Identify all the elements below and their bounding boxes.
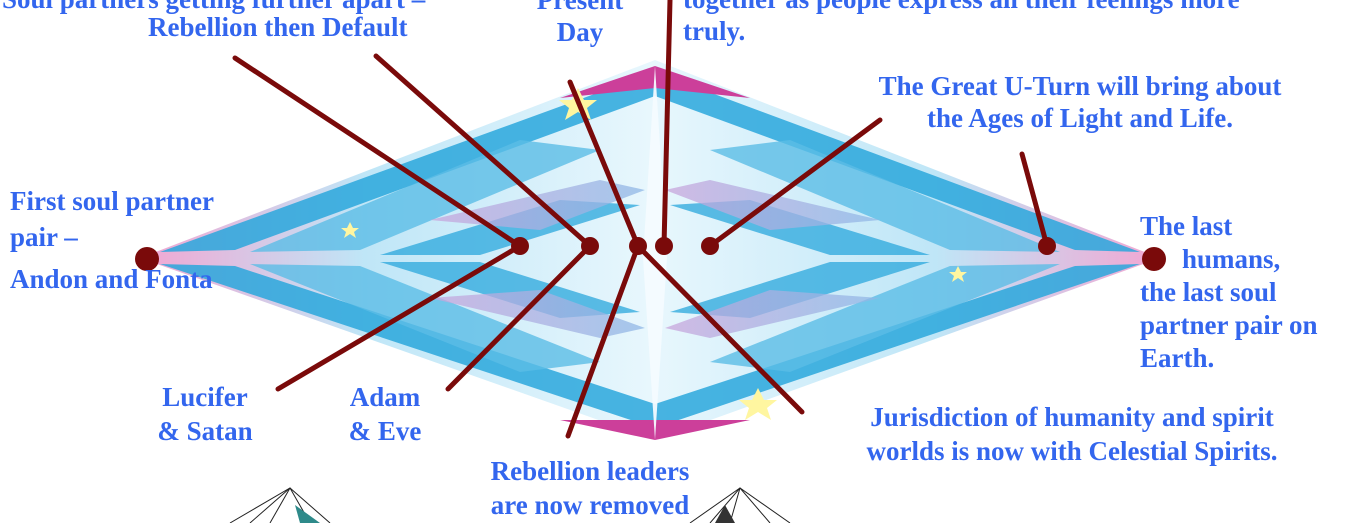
label-last-humans-line1: The last	[1140, 210, 1318, 243]
label-first-soul-pair-line2: pair –	[10, 219, 214, 255]
marker-great-uturn	[701, 237, 719, 255]
label-jurisdiction-line1: Jurisdiction of humanity and spirit	[822, 400, 1322, 434]
label-rebellion-leaders-line2: are now removed	[455, 488, 725, 522]
label-present-day-line1: Present	[520, 0, 640, 16]
label-last-humans: The last humans, the last soul partner p…	[1140, 210, 1318, 375]
label-adam-line2: & Eve	[330, 414, 440, 448]
label-last-humans-line3: the last soul	[1140, 276, 1318, 309]
label-great-uturn-line1: The Great U-Turn will bring about	[830, 70, 1330, 102]
label-first-soul-pair-line1: First soul partner	[10, 183, 214, 219]
label-first-soul-pair: First soul partner pair – Andon and Font…	[10, 183, 214, 297]
label-adam-line1: Adam	[330, 380, 440, 414]
label-truly: truly.	[683, 15, 745, 47]
marker-lucifer-satan	[511, 237, 529, 255]
label-jurisdiction: Jurisdiction of humanity and spirit worl…	[822, 400, 1322, 468]
label-lucifer-satan: Lucifer & Satan	[140, 380, 270, 448]
label-rebellion-leaders: Rebellion leaders are now removed	[455, 454, 725, 522]
marker-ages-light	[1038, 237, 1056, 255]
label-last-humans-line5: Earth.	[1140, 342, 1318, 375]
label-last-humans-line2: humans,	[1140, 243, 1318, 276]
label-together-feelings: together as people express all their fee…	[683, 0, 1240, 15]
label-great-uturn-line2: the Ages of Light and Life.	[830, 102, 1330, 134]
label-rebellion-leaders-line1: Rebellion leaders	[455, 454, 725, 488]
label-jurisdiction-line2: worlds is now with Celestial Spirits.	[822, 434, 1322, 468]
label-first-soul-pair-line3: Andon and Fonta	[10, 261, 214, 297]
label-lucifer-line2: & Satan	[140, 414, 270, 448]
label-rebellion-then-default: Rebellion then Default	[148, 11, 408, 43]
label-present-day-line2: Day	[520, 16, 640, 48]
label-lucifer-line1: Lucifer	[140, 380, 270, 414]
label-great-uturn: The Great U-Turn will bring about the Ag…	[830, 70, 1330, 134]
marker-adam-eve	[629, 237, 647, 255]
label-last-humans-line4: partner pair on	[1140, 309, 1318, 342]
label-adam-eve: Adam & Eve	[330, 380, 440, 448]
marker-present-day	[655, 237, 673, 255]
marker-rebellion-default	[581, 237, 599, 255]
label-present-day: Present Day	[520, 0, 640, 48]
